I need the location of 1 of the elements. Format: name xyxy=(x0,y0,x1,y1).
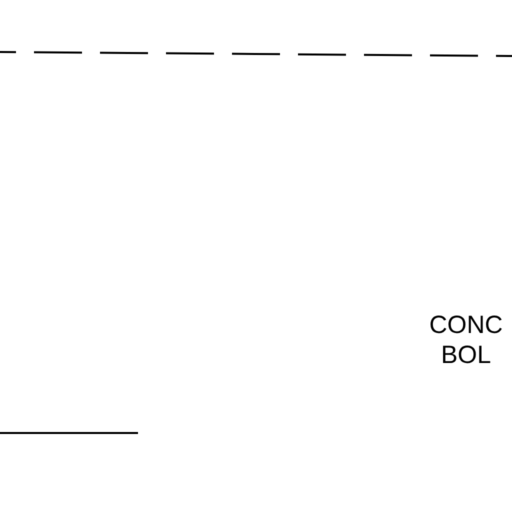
note-text: CONC BOL xyxy=(428,310,504,370)
